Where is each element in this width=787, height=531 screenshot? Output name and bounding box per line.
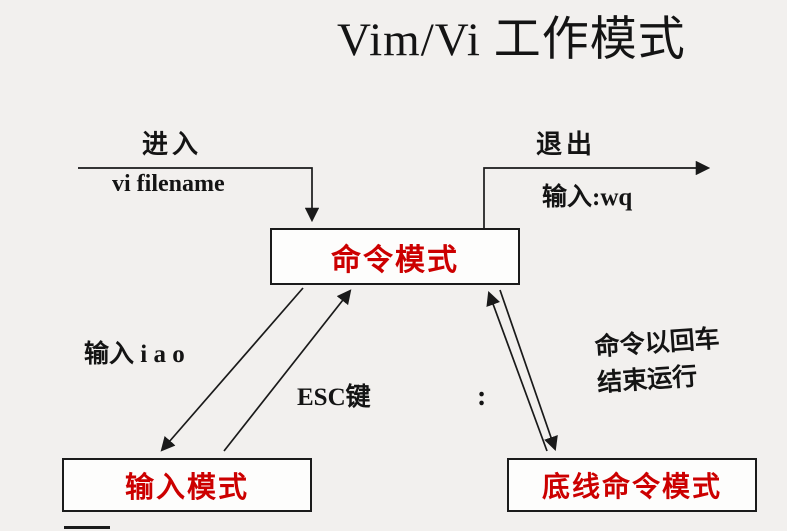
colon-key-label: :	[477, 381, 487, 412]
node-command-mode-label: 命令模式	[331, 243, 459, 277]
command-to-input-arrow	[160, 287, 304, 452]
enter-arrow	[78, 167, 320, 223]
to-input-keys-label: 输入 i a o	[84, 341, 185, 368]
input-to-command-arrow	[223, 289, 352, 452]
exit-arrow	[483, 160, 711, 228]
lastline-to-command-arrow	[486, 290, 548, 452]
enter-command-label: vi filename	[112, 171, 225, 197]
lastline-note-label: 命令以回车 结束运行	[594, 322, 724, 403]
esc-key-label: ESC键	[297, 384, 371, 411]
node-lastline-mode-label: 底线命令模式	[541, 472, 722, 503]
exit-command-label: 输入:wq	[542, 184, 633, 211]
enter-label: 进入	[142, 130, 203, 159]
command-to-lastline-arrow	[499, 289, 558, 452]
diagram-title: Vim/Vi 工作模式	[337, 14, 686, 66]
exit-label: 退出	[536, 130, 597, 159]
node-input-mode: 输入模式	[62, 458, 312, 512]
node-lastline-mode: 底线命令模式	[507, 458, 757, 512]
node-command-mode: 命令模式	[270, 228, 520, 285]
node-input-mode-label: 输入模式	[124, 472, 249, 504]
bottom-edge-mark	[64, 526, 110, 529]
